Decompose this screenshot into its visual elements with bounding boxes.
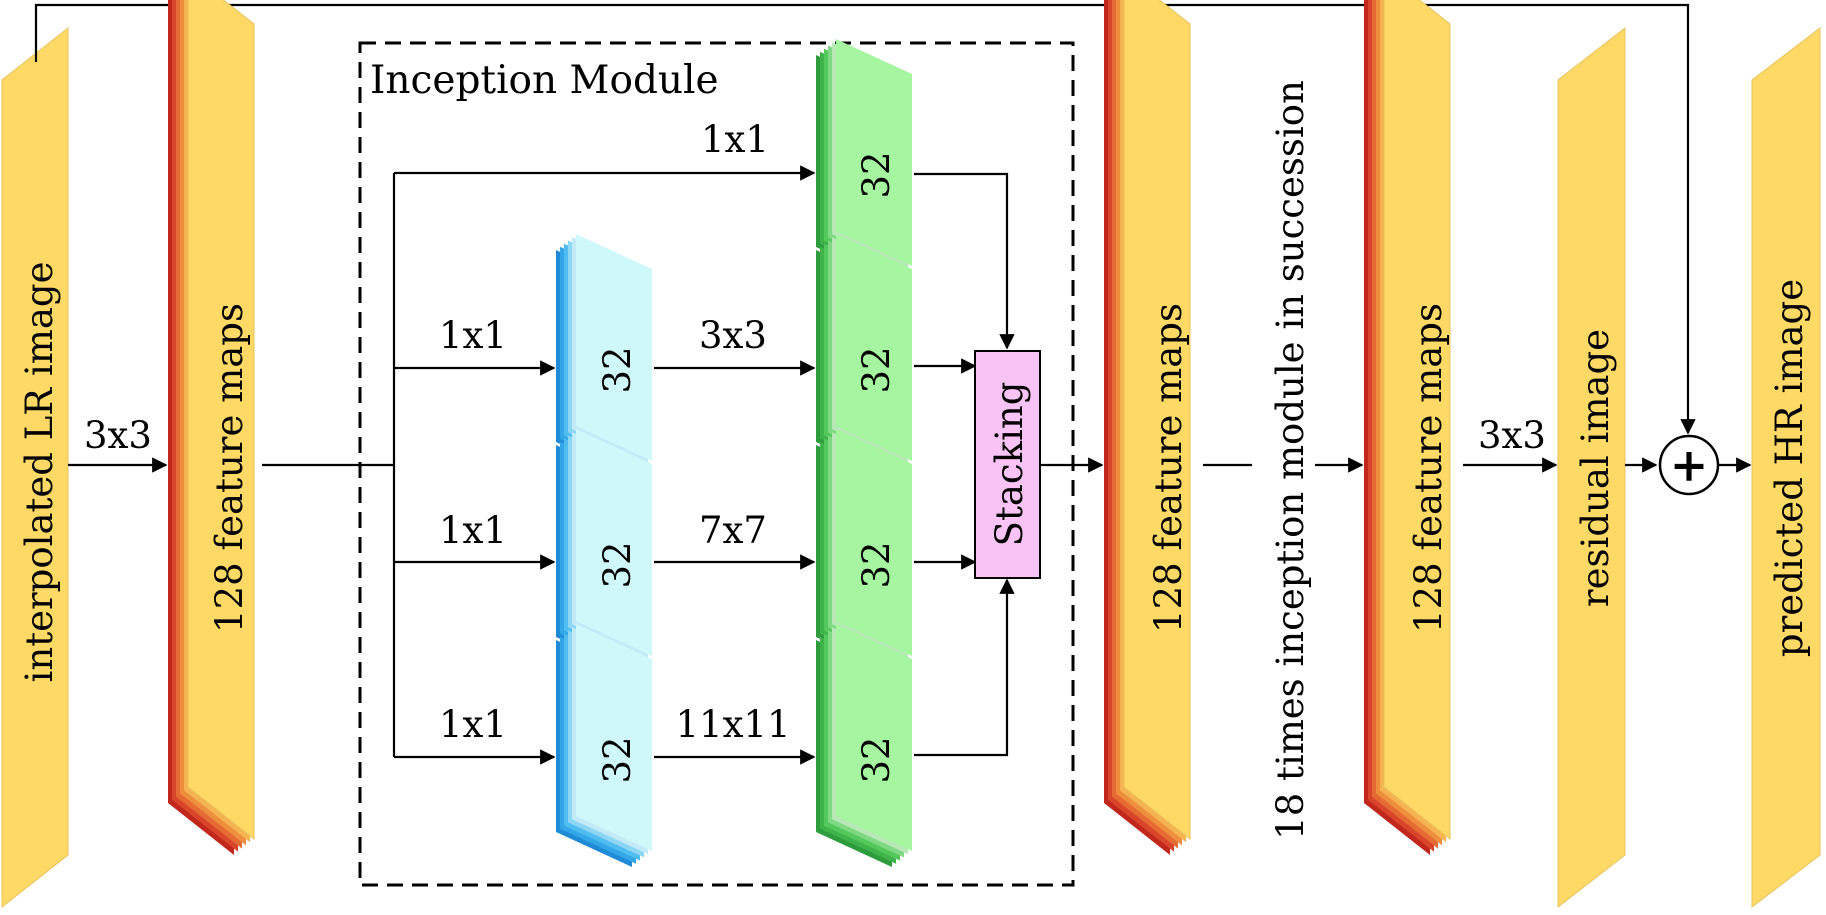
repeat-label: 18 times inception module in succession xyxy=(1269,80,1312,840)
stacking-box xyxy=(974,350,1041,579)
branch4-reduce-count: 32 xyxy=(596,736,639,783)
branch3-reduce-label: 1x1 xyxy=(439,509,507,552)
conv-last-label: 3x3 xyxy=(1478,414,1546,457)
branch1-conv-stack xyxy=(816,39,912,282)
branch1-to-stacking xyxy=(914,172,1015,350)
branch1-out-count: 32 xyxy=(855,151,898,198)
inception-module-box xyxy=(358,41,1075,887)
feature-maps-stack-3 xyxy=(1364,0,1451,855)
input-image-label: interpolated LR image xyxy=(18,262,61,683)
stack-face xyxy=(576,234,652,461)
output-image-panel: predicted HR image xyxy=(1751,26,1821,909)
adder-node: + xyxy=(1658,434,1720,496)
residual-image-label: residual image xyxy=(1574,329,1617,607)
branch3-out-count: 32 xyxy=(855,541,898,588)
feature-maps-1-label: 128 feature maps xyxy=(208,303,251,633)
branch4-reduce-label: 1x1 xyxy=(439,703,507,746)
feature-maps-stack-2 xyxy=(1104,0,1191,855)
stack-face xyxy=(836,39,912,266)
stack-face xyxy=(187,0,255,841)
branch2-reduce-stack xyxy=(556,234,652,477)
branch2-out-count: 32 xyxy=(855,346,898,393)
input-image-sheet xyxy=(1,26,69,909)
stack-face xyxy=(1383,0,1451,841)
inception-module-title: Inception Module xyxy=(370,58,719,103)
branch3-conv-stack xyxy=(816,429,912,672)
branch3-reduce-count: 32 xyxy=(596,541,639,588)
conv-first-label: 3x3 xyxy=(84,414,152,457)
stack-face xyxy=(576,429,652,656)
branch2-conv-label: 3x3 xyxy=(699,314,767,357)
feature-maps-stack-1 xyxy=(168,0,255,855)
stack-face xyxy=(576,624,652,851)
branch2-reduce-label: 1x1 xyxy=(439,314,507,357)
output-image-sheet xyxy=(1751,26,1821,909)
skip-connection-line xyxy=(34,3,1696,435)
branch2-reduce-count: 32 xyxy=(596,346,639,393)
branch4-reduce-stack xyxy=(556,624,652,867)
branch4-to-stacking xyxy=(914,578,1015,757)
stack-face xyxy=(1123,0,1191,841)
stacking-label: Stacking xyxy=(988,382,1031,547)
branch4-conv-label: 11x11 xyxy=(675,703,790,746)
residual-image-sheet xyxy=(1557,26,1626,909)
residual-image-panel: residual image xyxy=(1557,26,1626,909)
feature-maps-3-label: 128 feature maps xyxy=(1407,303,1450,633)
branch3-conv-label: 7x7 xyxy=(699,509,767,552)
input-image-panel: interpolated LR image xyxy=(1,26,69,909)
output-image-label: predicted HR image xyxy=(1768,279,1811,657)
branch3-reduce-stack xyxy=(556,429,652,672)
branch4-conv-stack xyxy=(816,624,912,867)
stack-face xyxy=(836,234,912,461)
branch4-out-count: 32 xyxy=(855,736,898,783)
branch2-conv-stack xyxy=(816,234,912,477)
branch1-conv-label: 1x1 xyxy=(701,118,769,161)
stack-face xyxy=(836,429,912,656)
feature-maps-2-label: 128 feature maps xyxy=(1147,303,1190,633)
stack-face xyxy=(836,624,912,851)
adder-symbol: + xyxy=(1670,438,1709,492)
